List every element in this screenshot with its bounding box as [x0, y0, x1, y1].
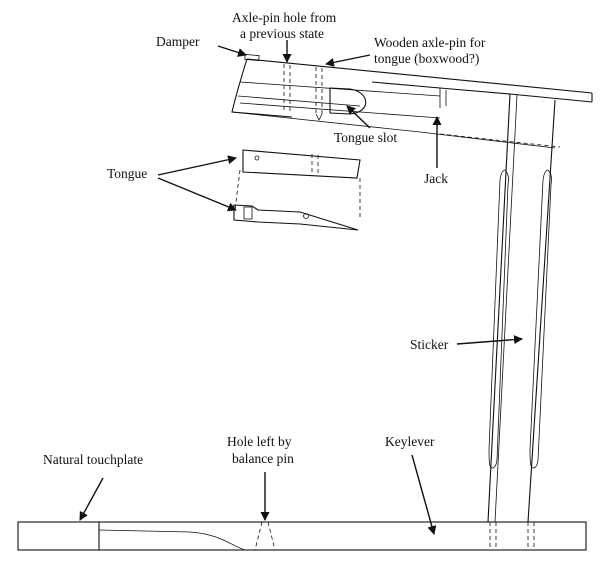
tongue-lower-view — [233, 204, 359, 231]
damper-arrow — [217, 45, 247, 57]
axle-hole-label-line1: Axle-pin hole from — [232, 10, 337, 25]
touchplate-arrow — [79, 477, 104, 521]
tongue-dashed-guides — [234, 169, 361, 220]
sticker-arrow — [456, 335, 523, 345]
tongue-slot-label: Tongue slot — [334, 130, 397, 145]
hole-left-label-line1: Hole left by — [227, 434, 292, 449]
sticker — [487, 93, 556, 523]
hole-left-label-line2: balance pin — [232, 451, 294, 466]
jack-label: Jack — [424, 171, 448, 186]
old-axle-pin-hole — [283, 64, 291, 112]
tongue-label: Tongue — [107, 166, 147, 181]
tongue-slot-arrow — [346, 105, 371, 129]
sticker-label: Sticker — [410, 337, 449, 352]
tongue-arrow-lower — [157, 177, 237, 212]
wooden-axle-arrow — [325, 54, 371, 67]
keylever-arrow — [411, 454, 437, 535]
damper — [244, 53, 260, 62]
tongue-upper-view — [242, 149, 361, 179]
natural-touchplate-label: Natural touchplate — [43, 452, 143, 467]
jack — [231, 58, 593, 149]
wooden-axle-pin — [315, 67, 323, 121]
damper-label: Damper — [156, 34, 200, 49]
wooden-axle-label-line1: Wooden axle-pin for — [374, 35, 486, 50]
keylever — [17, 521, 587, 551]
wooden-axle-label-line2: tongue (boxwood?) — [374, 51, 479, 66]
keylever-label: Keylever — [385, 434, 435, 449]
axle-hole-label-line2: a previous state — [240, 26, 324, 41]
tongue-arrow-upper — [157, 155, 237, 176]
